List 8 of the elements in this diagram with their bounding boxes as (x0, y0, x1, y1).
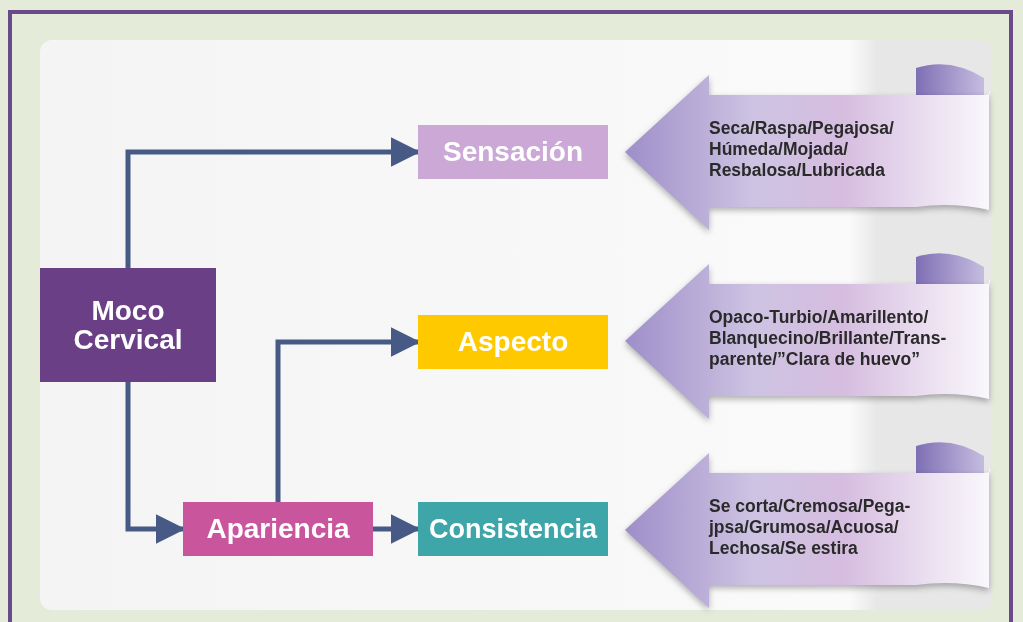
ribbon-text: Opaco-Turbio/Amarillento/ Blanquecino/Brillante/Trans- parente/”Clara de huevo” (709, 307, 948, 370)
category-box: Apariencia (183, 502, 373, 556)
ribbon-text: Se corta/Cremosa/Pega- jpsa/Grumosa/Acuosa/ Lechosa/Se estira (709, 496, 912, 559)
category-box: Aspecto (418, 315, 608, 369)
category-box: Consistencia (418, 502, 608, 556)
ribbon-text: Seca/Raspa/Pegajosa/ Húmeda/Mojada/ Resbalosa/Lubricada (709, 118, 895, 181)
category-box: Sensación (418, 125, 608, 179)
category-box: Moco Cervical (40, 268, 216, 382)
